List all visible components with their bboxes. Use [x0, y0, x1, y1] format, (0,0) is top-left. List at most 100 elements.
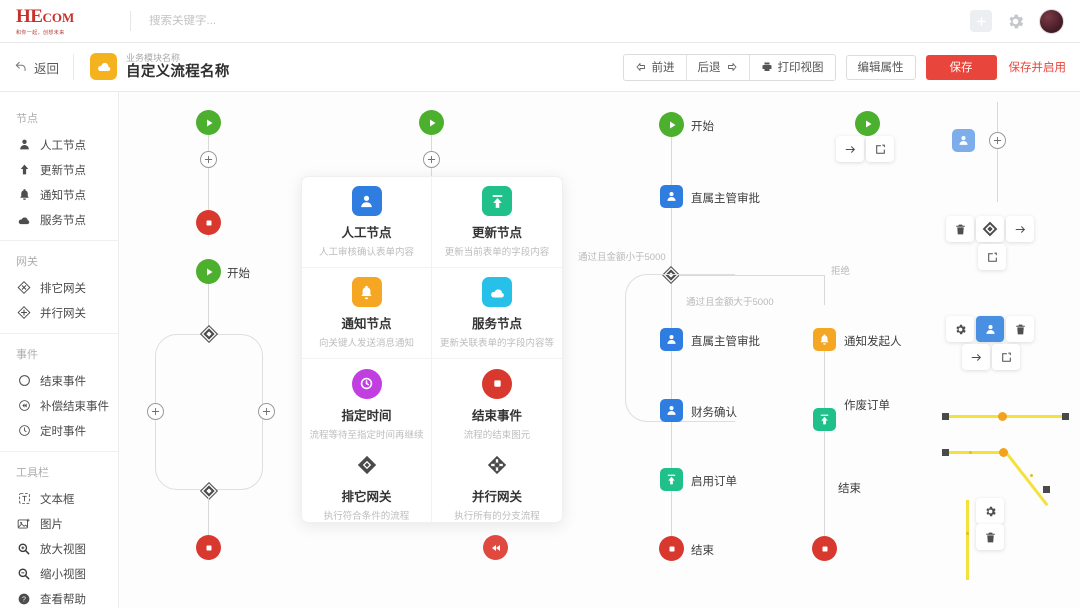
- update-node-enable-order[interactable]: [660, 468, 683, 491]
- search-input[interactable]: [149, 15, 409, 27]
- start-event-node-2[interactable]: [196, 259, 221, 284]
- update-node-void-order[interactable]: [813, 408, 836, 431]
- sidebar-item-image[interactable]: 图片: [0, 511, 118, 536]
- palette-item-desc: 更新当前表单的字段内容: [444, 247, 550, 258]
- sidebar-item-compensate-end-event[interactable]: 补偿结束事件: [0, 393, 118, 418]
- backward-button[interactable]: 后退: [686, 54, 750, 80]
- add-node-handle[interactable]: [423, 151, 440, 168]
- edge-endpoint-handle[interactable]: [942, 413, 949, 420]
- save-and-enable-button[interactable]: 保存并启用: [1008, 62, 1067, 74]
- palette-item-manual-node[interactable]: 人工节点 人工审核确认表单内容: [302, 177, 432, 268]
- delete-button[interactable]: [976, 524, 1004, 550]
- start-node-selected[interactable]: [855, 111, 880, 136]
- settings-button[interactable]: [976, 498, 1004, 524]
- sidebar-item-parallel-gateway[interactable]: 并行网关: [0, 300, 118, 325]
- branch-end-node[interactable]: [812, 536, 837, 561]
- delete-button[interactable]: [946, 216, 974, 242]
- edge-endpoint-handle[interactable]: [1062, 413, 1069, 420]
- node-type-palette[interactable]: 人工节点 人工审核确认表单内容 更新节点 更新当前表单的字段内容 通知节点 向关…: [301, 176, 563, 523]
- sidebar-item-help[interactable]: ? 查看帮助: [0, 586, 118, 608]
- person-icon: [667, 192, 676, 201]
- context-toolbar-node[interactable]: [945, 316, 1035, 342]
- rewind-button[interactable]: [483, 535, 508, 560]
- flow-start-node[interactable]: [659, 112, 684, 137]
- avatar[interactable]: [1039, 8, 1064, 34]
- gear-icon[interactable]: [1006, 12, 1025, 31]
- selected-edge-bent-h[interactable]: [945, 451, 1005, 454]
- selected-edge-bent-d[interactable]: [1003, 449, 1049, 507]
- flow-canvas[interactable]: 开始 人工节点 人工审核: [119, 92, 1080, 608]
- edge-midpoint-handle[interactable]: [998, 412, 1007, 421]
- edge-endpoint-handle[interactable]: [942, 449, 949, 456]
- context-toolbar-node-row2[interactable]: [961, 344, 1021, 370]
- gateway-loop-path: [155, 334, 263, 490]
- module-sub-label: 业务模块名称: [126, 53, 181, 64]
- context-toolbar-gateway[interactable]: [945, 216, 1035, 242]
- person-icon: [959, 136, 968, 145]
- add-node-handle-left[interactable]: [147, 403, 164, 420]
- manual-node-finance-confirm[interactable]: [660, 399, 683, 422]
- add-node-handle[interactable]: [200, 151, 217, 168]
- start-event-node-3[interactable]: [419, 110, 444, 135]
- parallel-gateway-icon: [482, 450, 512, 480]
- edge-midpoint-handle[interactable]: [999, 448, 1008, 457]
- exclusive-gateway-node[interactable]: [661, 265, 681, 285]
- notify-node-initiator[interactable]: [813, 328, 836, 351]
- context-toolbar-start[interactable]: [835, 136, 895, 162]
- sidebar-item-end-event[interactable]: 结束事件: [0, 368, 118, 393]
- edge-endpoint-handle[interactable]: [1043, 486, 1050, 493]
- sidebar-item-textbox[interactable]: 文本框: [0, 486, 118, 511]
- context-toolbar-edge[interactable]: [975, 498, 1005, 550]
- drop-target-handle[interactable]: [989, 132, 1006, 149]
- node-type-button[interactable]: [976, 316, 1004, 342]
- sidebar-item-manual-node[interactable]: 人工节点: [0, 132, 118, 157]
- settings-button[interactable]: [946, 316, 974, 342]
- delete-button[interactable]: [1006, 316, 1034, 342]
- palette-item-end-event[interactable]: 结束事件 流程的结束图元: [432, 359, 562, 450]
- connect-arrow-button[interactable]: [836, 136, 864, 162]
- flow-end-node[interactable]: [659, 536, 684, 561]
- end-event-node-2[interactable]: [196, 535, 221, 560]
- sidebar-item-zoom-out[interactable]: 缩小视图: [0, 561, 118, 586]
- palette-item-parallel-gateway[interactable]: 并行网关 执行所有的分支流程: [432, 450, 562, 522]
- sidebar-item-service-node[interactable]: 服务节点: [0, 207, 118, 232]
- selected-edge-vertical[interactable]: [966, 500, 969, 580]
- parallel-gateway-node-bottom[interactable]: [199, 481, 219, 501]
- connect-arrow-button[interactable]: [962, 344, 990, 370]
- connect-arrow-button[interactable]: [1006, 216, 1034, 242]
- add-copy-button[interactable]: [866, 136, 894, 162]
- sidebar-item-update-node[interactable]: 更新节点: [0, 157, 118, 182]
- sidebar-group-gateways: 网关 排它网关 并行网关: [0, 241, 118, 334]
- connector-line: [671, 351, 672, 401]
- palette-item-notify-node[interactable]: 通知节点 向关键人发送消息通知: [302, 268, 432, 359]
- end-event-node[interactable]: [196, 210, 221, 235]
- sidebar-item-timer-event[interactable]: 定时事件: [0, 418, 118, 443]
- add-copy-button[interactable]: [992, 344, 1020, 370]
- print-view-button[interactable]: 打印视图: [749, 54, 835, 80]
- sidebar-item-notify-node[interactable]: 通知节点: [0, 182, 118, 207]
- palette-item-update-node[interactable]: 更新节点 更新当前表单的字段内容: [432, 177, 562, 268]
- edit-attributes-button[interactable]: 编辑属性: [845, 54, 916, 80]
- sidebar-item-zoom-in[interactable]: 放大视图: [0, 536, 118, 561]
- sidebar-group-title: 事件: [16, 349, 38, 361]
- gateway-node-button[interactable]: [976, 216, 1004, 242]
- parallel-gateway-node-top[interactable]: [199, 324, 219, 344]
- forward-button[interactable]: 前进: [623, 54, 687, 80]
- palette-item-timer[interactable]: 指定时间 流程等待至指定时间再继续: [302, 359, 432, 450]
- sidebar-item-exclusive-gateway[interactable]: 排它网关: [0, 275, 118, 300]
- manual-node-supervisor-approval-2[interactable]: [660, 328, 683, 351]
- cloud-service-icon: [17, 213, 31, 227]
- edge-label: 通过且金额大于5000: [686, 297, 774, 308]
- palette-item-desc: 向关键人发送消息通知: [318, 338, 414, 349]
- add-copy-button[interactable]: [978, 244, 1006, 270]
- dragging-ghost-node[interactable]: [952, 129, 975, 152]
- plus-icon[interactable]: [970, 10, 992, 32]
- save-button[interactable]: 保存: [925, 54, 997, 80]
- brand-logo[interactable]: HECOM 和你一起，创想未来: [0, 7, 118, 36]
- palette-item-service-node[interactable]: 服务节点 更新关联表单的字段内容等: [432, 268, 562, 359]
- palette-item-exclusive-gateway[interactable]: 排它网关 执行符合条件的流程: [302, 450, 432, 522]
- back-button[interactable]: 返回: [14, 58, 73, 77]
- start-event-node[interactable]: [196, 110, 221, 135]
- manual-node-supervisor-approval-1[interactable]: [660, 185, 683, 208]
- add-node-handle-right[interactable]: [258, 403, 275, 420]
